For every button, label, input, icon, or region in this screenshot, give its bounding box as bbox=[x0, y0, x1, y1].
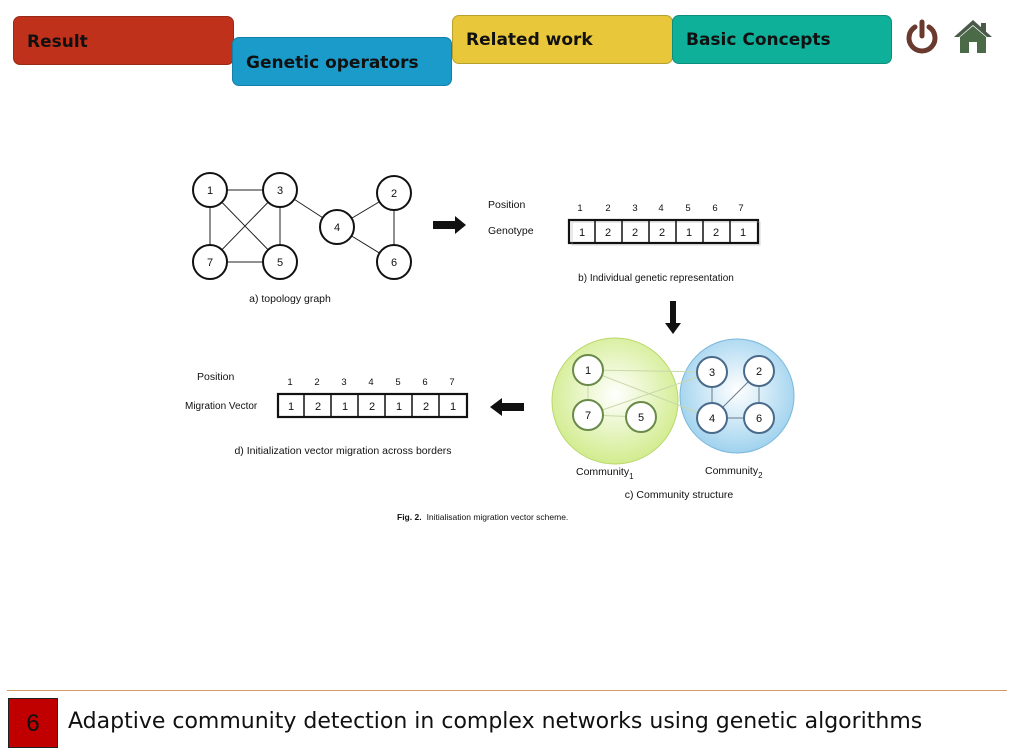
position-number: 4 bbox=[368, 377, 373, 388]
position-number: 2 bbox=[605, 203, 610, 214]
position-number: 6 bbox=[422, 377, 427, 388]
community2-label: Community2 bbox=[705, 465, 763, 480]
position-number: 6 bbox=[712, 203, 717, 214]
community-structure: 1 7 5 3 2 4 6 Community1 Community2 c) C… bbox=[551, 337, 795, 501]
topology-node: 2 bbox=[391, 188, 397, 200]
community-node: 3 bbox=[709, 367, 715, 379]
position-number: 5 bbox=[395, 377, 400, 388]
tab-genetic-operators-label: Genetic operators bbox=[246, 53, 419, 73]
migration-vector-label: Migration Vector bbox=[185, 401, 258, 412]
home-button[interactable] bbox=[952, 18, 994, 56]
position-label: Position bbox=[488, 199, 526, 211]
topology-node: 1 bbox=[207, 185, 213, 197]
community2-subscript: 2 bbox=[758, 471, 763, 480]
community1-label-text: Community bbox=[576, 466, 630, 478]
figure-caption-text: Initialisation migration vector scheme. bbox=[427, 512, 569, 522]
tab-related-work-label: Related work bbox=[466, 30, 593, 50]
migration-cell: 2 bbox=[315, 401, 321, 413]
arrow-left-icon bbox=[490, 398, 524, 416]
genotype-cell: 2 bbox=[713, 227, 719, 239]
home-icon bbox=[954, 20, 992, 53]
community-node: 6 bbox=[756, 413, 762, 425]
position-number: 3 bbox=[341, 377, 346, 388]
tab-result[interactable]: Result bbox=[13, 16, 234, 65]
migration-cell: 2 bbox=[369, 401, 375, 413]
community-node: 2 bbox=[756, 366, 762, 378]
figure-caption-label: Fig. 2. bbox=[397, 512, 422, 522]
migration-cell: 1 bbox=[450, 401, 456, 413]
community-node: 5 bbox=[638, 412, 644, 424]
genotype-cell: 2 bbox=[632, 227, 638, 239]
community1-subscript: 1 bbox=[629, 472, 634, 481]
tab-basic-concepts[interactable]: Basic Concepts bbox=[672, 15, 892, 64]
community-node: 7 bbox=[585, 410, 591, 422]
tab-basic-concepts-label: Basic Concepts bbox=[686, 30, 831, 50]
migration-position-label: Position bbox=[197, 371, 235, 383]
position-number: 4 bbox=[658, 203, 663, 214]
topology-graph: 1 3 2 4 7 5 6 a) topology graph bbox=[192, 172, 412, 305]
genotype-cell: 1 bbox=[686, 227, 692, 239]
position-number: 7 bbox=[738, 203, 743, 214]
genetic-representation: Position Genotype 1 2 3 4 5 6 7 1 2 2 2 … bbox=[488, 199, 761, 284]
position-number: 2 bbox=[314, 377, 319, 388]
topology-node: 3 bbox=[277, 185, 283, 197]
genotype-cell: 1 bbox=[740, 227, 746, 239]
community-caption: c) Community structure bbox=[625, 489, 734, 501]
genotype-label: Genotype bbox=[488, 225, 534, 237]
position-number: 1 bbox=[577, 203, 582, 214]
genotype-cell: 2 bbox=[659, 227, 665, 239]
migration-cell: 1 bbox=[396, 401, 402, 413]
footer-divider bbox=[7, 690, 1007, 691]
community-node: 4 bbox=[709, 413, 715, 425]
arrow-right-icon bbox=[433, 216, 466, 234]
topology-caption: a) topology graph bbox=[249, 293, 331, 305]
position-number: 3 bbox=[632, 203, 637, 214]
arrow-down-icon bbox=[665, 301, 681, 334]
community2-label-text: Community bbox=[705, 465, 759, 477]
power-button[interactable] bbox=[903, 18, 941, 56]
page-number: 6 bbox=[8, 698, 58, 748]
migration-caption: d) Initialization vector migration acros… bbox=[234, 445, 451, 457]
position-number: 7 bbox=[449, 377, 454, 388]
migration-cell: 1 bbox=[342, 401, 348, 413]
topology-node: 4 bbox=[334, 222, 340, 234]
topology-node: 5 bbox=[277, 257, 283, 269]
tab-related-work[interactable]: Related work bbox=[452, 15, 673, 64]
genotype-cell: 1 bbox=[579, 227, 585, 239]
topology-node: 7 bbox=[207, 257, 213, 269]
power-icon bbox=[906, 19, 938, 54]
migration-cell: 1 bbox=[288, 401, 294, 413]
migration-vector-figure: 1 3 2 4 7 5 6 a) topology graph Position… bbox=[185, 172, 795, 522]
genotype-cell: 2 bbox=[605, 227, 611, 239]
position-number: 5 bbox=[685, 203, 690, 214]
migration-cell: 2 bbox=[423, 401, 429, 413]
slide-title: Adaptive community detection in complex … bbox=[68, 709, 923, 734]
tab-result-label: Result bbox=[27, 32, 88, 52]
community-node: 1 bbox=[585, 365, 591, 377]
migration-vector: Position Migration Vector 1 2 3 4 5 6 7 … bbox=[185, 371, 469, 457]
tab-genetic-operators[interactable]: Genetic operators bbox=[232, 37, 452, 86]
figure-caption: Fig. 2. Initialisation migration vector s… bbox=[397, 512, 568, 522]
topology-node: 6 bbox=[391, 257, 397, 269]
community1-label: Community1 bbox=[576, 466, 634, 481]
position-number: 1 bbox=[287, 377, 292, 388]
genotype-caption: b) Individual genetic representation bbox=[578, 273, 734, 284]
